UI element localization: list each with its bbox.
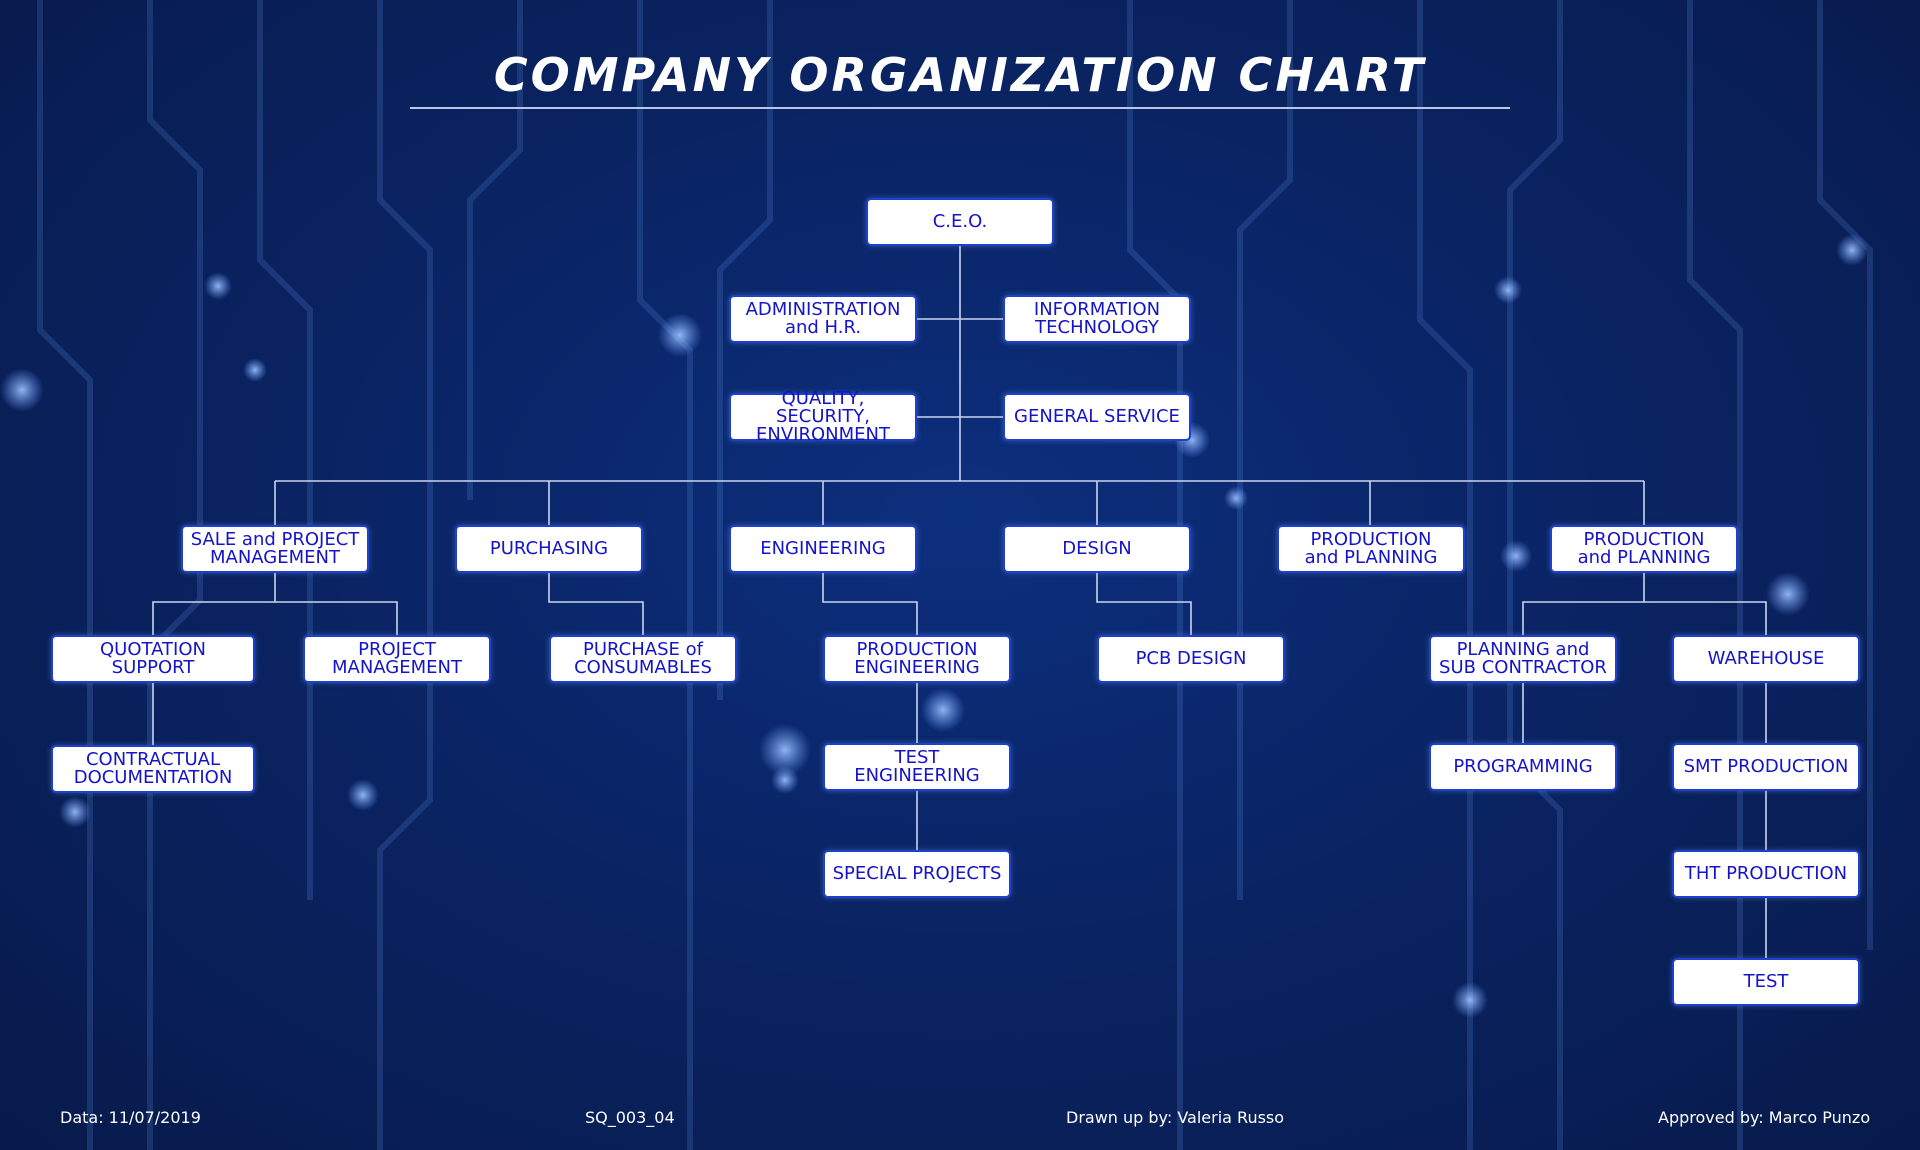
- node-quality-security-environment: QUALITY, SECURITY, ENVIRONMENT: [729, 390, 917, 444]
- node-smt-production: SMT PRODUCTION: [1672, 743, 1860, 791]
- node-test: TEST: [1672, 958, 1860, 1006]
- node-planning-sub-contractor: PLANNING and SUB CONTRACTOR: [1429, 635, 1617, 683]
- node-contractual-documentation: CONTRACTUAL DOCUMENTATION: [51, 745, 255, 793]
- node-purchase-of-consumables: PURCHASE of CONSUMABLES: [549, 635, 737, 683]
- footer-approved-by: Approved by: Marco Punzo: [1658, 1108, 1871, 1127]
- node-engineering: ENGINEERING: [729, 525, 917, 573]
- node-pcb-design: PCB DESIGN: [1097, 635, 1285, 683]
- footer-document-code: SQ_003_04: [585, 1108, 675, 1127]
- node-project-management: PROJECT MANAGEMENT: [303, 635, 491, 683]
- node-tht-production: THT PRODUCTION: [1672, 850, 1860, 898]
- node-production-planning-2: PRODUCTION and PLANNING: [1550, 525, 1738, 573]
- node-special-projects: SPECIAL PROJECTS: [823, 850, 1011, 898]
- node-production-engineering: PRODUCTION ENGINEERING: [823, 635, 1011, 683]
- node-ceo: C.E.O.: [866, 198, 1054, 246]
- node-administration-hr: ADMINISTRATION and H.R.: [729, 295, 917, 343]
- node-information-technology: INFORMATION TECHNOLOGY: [1003, 295, 1191, 343]
- node-quotation-support: QUOTATION SUPPORT: [51, 635, 255, 683]
- chart-title: COMPANY ORGANIZATION CHART: [493, 48, 1427, 102]
- node-general-service: GENERAL SERVICE: [1003, 393, 1191, 441]
- node-test-engineering: TEST ENGINEERING: [823, 743, 1011, 791]
- node-programming: PROGRAMMING: [1429, 743, 1617, 791]
- title-underline: [410, 107, 1510, 109]
- node-purchasing: PURCHASING: [455, 525, 643, 573]
- node-production-planning-1: PRODUCTION and PLANNING: [1277, 525, 1465, 573]
- footer-date: Data: 11/07/2019: [60, 1108, 201, 1127]
- node-design: DESIGN: [1003, 525, 1191, 573]
- node-sale-project-management: SALE and PROJECT MANAGEMENT: [181, 525, 369, 573]
- node-warehouse: WAREHOUSE: [1672, 635, 1860, 683]
- footer-drawn-by: Drawn up by: Valeria Russo: [1066, 1108, 1285, 1127]
